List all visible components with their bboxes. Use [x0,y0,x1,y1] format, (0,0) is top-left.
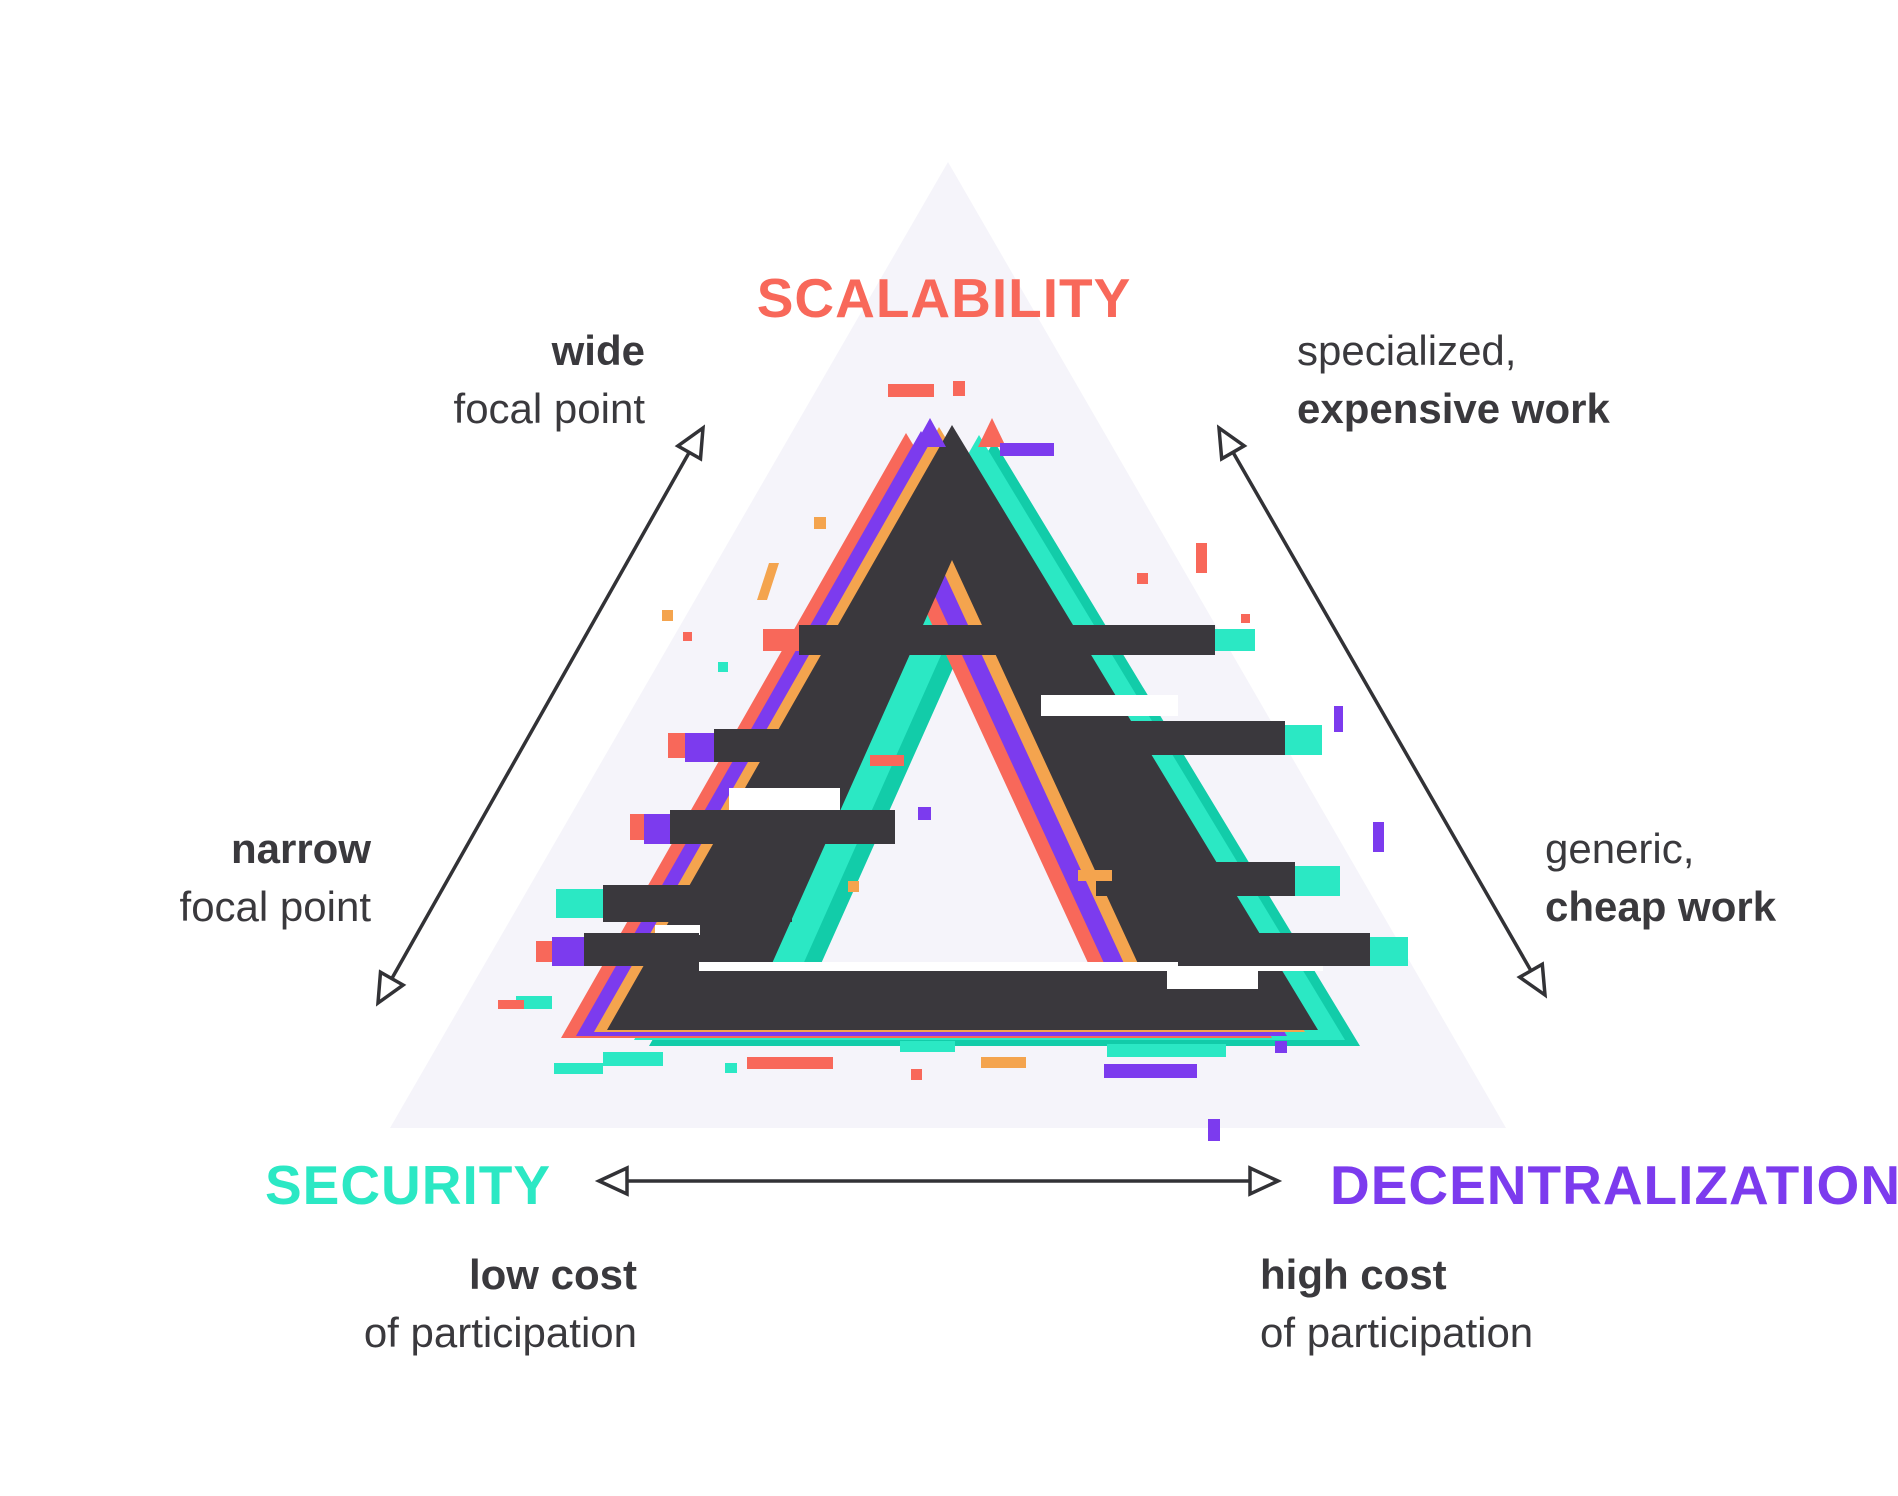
label-line2: of participation [1260,1309,1534,1356]
label-line1: specialized, [1297,327,1517,374]
arrowhead-down-icon [375,969,407,1007]
label-line1: wide [551,327,645,374]
arrowhead-down-icon [1516,961,1548,999]
label-line1: low cost [468,1251,637,1298]
decentralization-label: DECENTRALIZATION [1330,1154,1898,1216]
left-axis-arrow [375,424,706,1007]
label-line2: expensive work [1297,385,1610,432]
arrowhead-left-icon [594,1165,629,1197]
label-line2: focal point [179,883,371,930]
glitch-white-cuts [655,695,1323,989]
label-line2: cheap work [1545,883,1777,930]
glitch-fragments [498,381,1384,1141]
arrowhead-right-icon [1248,1165,1283,1197]
high-cost-label: high cost of participation [1260,1246,1533,1362]
glitch-slices [536,625,1408,966]
security-label: SECURITY [264,1154,552,1216]
low-cost-label: low cost of participation [364,1246,637,1362]
label-line2: of participation [363,1309,637,1356]
arrowhead-up-icon [674,424,706,462]
right-axis-arrow [1216,424,1548,999]
label-line1: high cost [1260,1251,1447,1298]
bottom-axis-arrow [594,1165,1283,1197]
specialized-expensive-work-label: specialized, expensive work [1297,322,1610,438]
scalability-label: SCALABILITY [756,267,1132,329]
generic-cheap-work-label: generic, cheap work [1545,820,1776,936]
label-line1: generic, [1545,825,1695,872]
narrow-focal-point-label: narrow focal point [180,820,371,936]
label-line2: focal point [453,385,645,432]
arrowhead-up-icon [1216,424,1248,462]
label-line1: narrow [230,825,371,872]
wide-focal-point-label: wide focal point [454,322,645,438]
